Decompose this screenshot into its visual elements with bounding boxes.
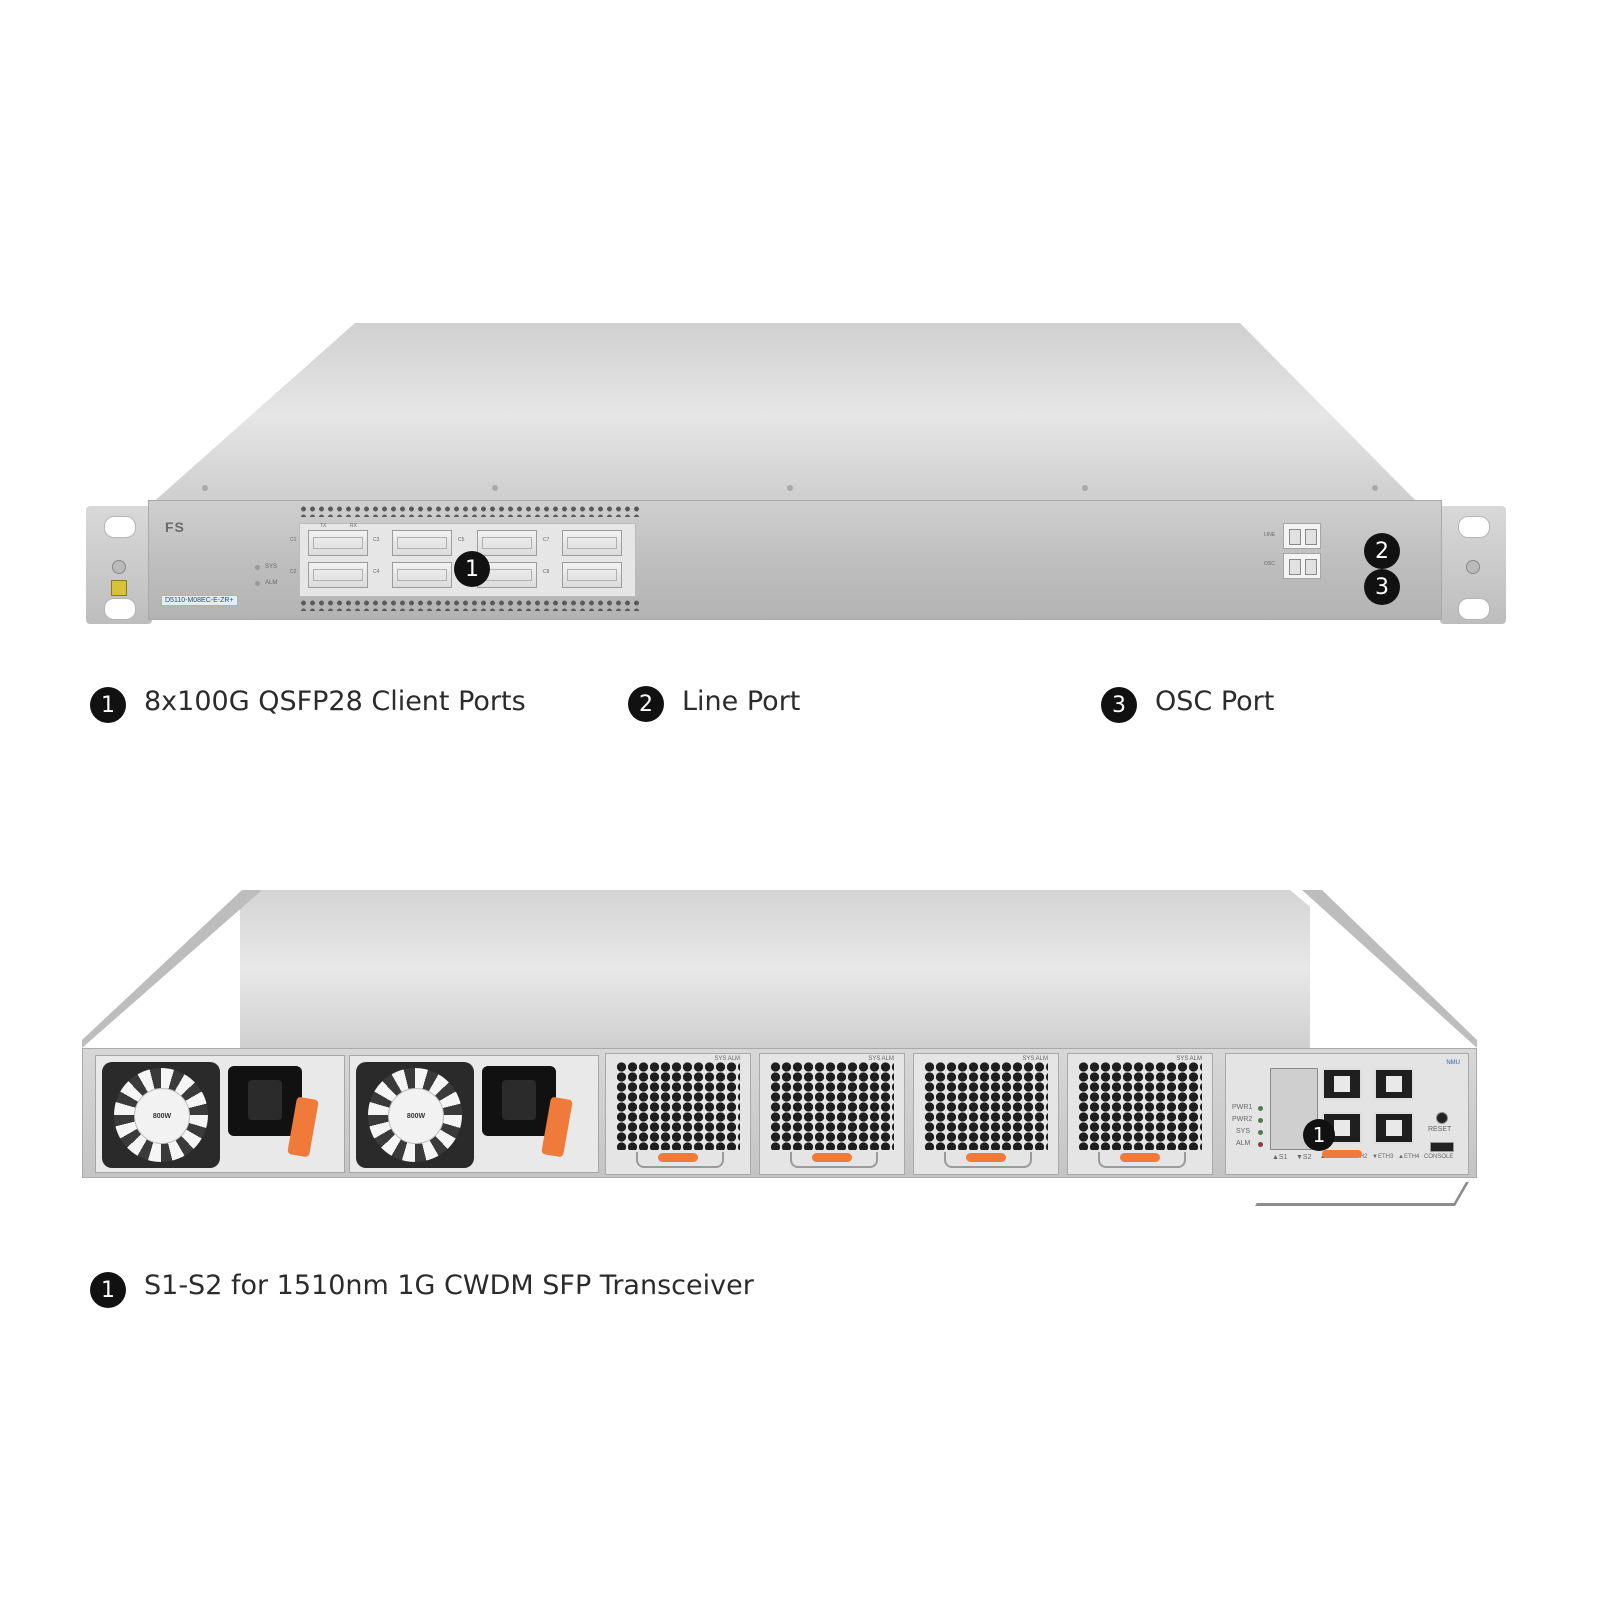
legend-client-ports: 8x100G QSFP28 Client Ports — [144, 686, 526, 717]
model-label: D5110-M08EC-E-ZR+ — [161, 595, 238, 606]
front-left-rack-ear — [86, 506, 152, 624]
console-port[interactable] — [1430, 1142, 1454, 1152]
fan-module-4-handle[interactable] — [1098, 1152, 1186, 1168]
sfp-slot-s2-label: ▼S2 — [1296, 1154, 1312, 1161]
alm-led — [1258, 1142, 1263, 1147]
psu-2-rating: 800W — [388, 1088, 444, 1144]
psu-2-fan: 800W — [356, 1062, 474, 1168]
rear-panel: 800W 800W SYS ALM SYS ALM SYS ALM SYS AL… — [82, 1048, 1477, 1178]
legend-badge-3: 3 — [1101, 687, 1137, 723]
psu-1-rating: 800W — [134, 1088, 190, 1144]
nmu-label: NMU — [1446, 1060, 1460, 1066]
sys-led-label: SYS — [265, 564, 278, 570]
fan-module-4-leds: SYS ALM — [1176, 1056, 1202, 1062]
line-port[interactable] — [1283, 523, 1321, 549]
qsfp28-port-c1[interactable] — [308, 530, 368, 556]
callout-badge-client-ports: 1 — [454, 551, 490, 587]
legend-badge-rear-1: 1 — [90, 1272, 126, 1308]
callout-badge-sfp: 1 — [1303, 1119, 1335, 1151]
pwr2-led-label: PWR2 — [1232, 1116, 1253, 1123]
front-chassis-top — [150, 323, 1420, 505]
sys-led — [255, 565, 260, 570]
qsfp28-port-c5[interactable] — [477, 530, 537, 556]
console-label: CONSOLE — [1424, 1154, 1454, 1160]
eth4-label: ▲ETH4 — [1398, 1154, 1420, 1160]
fan-module-1-handle[interactable] — [636, 1152, 724, 1168]
rear-chassis-side — [82, 890, 1477, 1048]
port-label-c3: C3 — [373, 537, 380, 543]
qsfp28-port-c2[interactable] — [308, 562, 368, 588]
reset-label: RESET — [1428, 1126, 1452, 1133]
top-vent — [299, 505, 639, 517]
fs-logo: FS — [165, 519, 185, 535]
port-label-c8: C8 — [543, 569, 550, 575]
alm-led — [255, 581, 260, 586]
qsfp28-port-c7[interactable] — [562, 530, 622, 556]
qsfp28-port-c3[interactable] — [392, 530, 452, 556]
line-label: LINE — [1264, 532, 1276, 538]
front-right-rack-ear — [1440, 506, 1506, 624]
legend-line-port: Line Port — [682, 686, 801, 717]
reset-button[interactable] — [1436, 1112, 1448, 1124]
qsfp28-port-c8[interactable] — [562, 562, 622, 588]
eth1-port[interactable] — [1322, 1068, 1362, 1100]
sys-led — [1258, 1130, 1263, 1135]
nmu-module: NMU PWR1 PWR2 SYS ALM ▲S1 ▼S2 ▲ETH1 ▼ETH… — [1225, 1053, 1469, 1175]
legend-osc-port: OSC Port — [1155, 686, 1275, 717]
nmu-handle[interactable] — [1255, 1182, 1469, 1206]
psu-1-fan: 800W — [102, 1062, 220, 1168]
bottom-vent — [299, 599, 639, 611]
eth4-port[interactable] — [1374, 1112, 1414, 1144]
callout-badge-osc-port: 3 — [1364, 569, 1400, 605]
osc-label: OSC — [1264, 561, 1275, 567]
alm-led-label: ALM — [265, 580, 278, 586]
fan-module-3[interactable]: SYS ALM — [913, 1053, 1059, 1175]
legend-badge-1: 1 — [90, 687, 126, 723]
pwr1-led-label: PWR1 — [1232, 1104, 1253, 1111]
psu-1-power-inlet[interactable] — [228, 1066, 302, 1136]
port-label-c7: C7 — [543, 537, 550, 543]
alm-led-label: ALM — [1236, 1140, 1251, 1147]
qsfp28-port-c4[interactable] — [392, 562, 452, 588]
port-label-c5: C5 — [458, 537, 465, 543]
legend-badge-2: 2 — [628, 686, 664, 722]
osc-port[interactable] — [1283, 553, 1321, 579]
front-device: FS D5110-M08EC-E-ZR+ SYS ALM C1 C2 C3 C4… — [0, 0, 1600, 723]
nmu-pull-tab[interactable] — [1322, 1150, 1362, 1158]
sfp-slot-s1-label: ▲S1 — [1272, 1154, 1288, 1161]
client-ports: C1 C2 C3 C4 C5 C6 C7 C8 TX RX — [290, 523, 636, 597]
sys-led-label: SYS — [1236, 1128, 1251, 1135]
port-label-c1: C1 — [290, 537, 297, 543]
psu-2-power-inlet[interactable] — [482, 1066, 556, 1136]
legend-sfp-transceiver: S1-S2 for 1510nm 1G CWDM SFP Transceiver — [144, 1270, 754, 1301]
fan-module-3-handle[interactable] — [944, 1152, 1032, 1168]
port-label-c2: C2 — [290, 569, 297, 575]
fan-module-2[interactable]: SYS ALM — [759, 1053, 905, 1175]
fan-module-1[interactable]: SYS ALM — [605, 1053, 751, 1175]
rear-chassis-top — [240, 890, 1310, 1048]
fan-module-3-leds: SYS ALM — [1022, 1056, 1048, 1062]
rx-label: RX — [350, 523, 357, 529]
pwr1-led — [1258, 1106, 1263, 1111]
fan-module-2-handle[interactable] — [790, 1152, 878, 1168]
port-label-c4: C4 — [373, 569, 380, 575]
tx-label: TX — [320, 523, 327, 529]
fan-module-1-leds: SYS ALM — [714, 1056, 740, 1062]
pwr2-led — [1258, 1118, 1263, 1123]
psu-1[interactable]: 800W — [95, 1055, 345, 1173]
fan-module-2-leds: SYS ALM — [868, 1056, 894, 1062]
eth3-port[interactable] — [1374, 1068, 1414, 1100]
front-panel: FS D5110-M08EC-E-ZR+ SYS ALM C1 C2 C3 C4… — [148, 500, 1442, 620]
fan-module-4[interactable]: SYS ALM — [1067, 1053, 1213, 1175]
psu-2[interactable]: 800W — [349, 1055, 599, 1173]
eth3-label: ▼ETH3 — [1372, 1154, 1394, 1160]
callout-badge-line-port: 2 — [1364, 533, 1400, 569]
